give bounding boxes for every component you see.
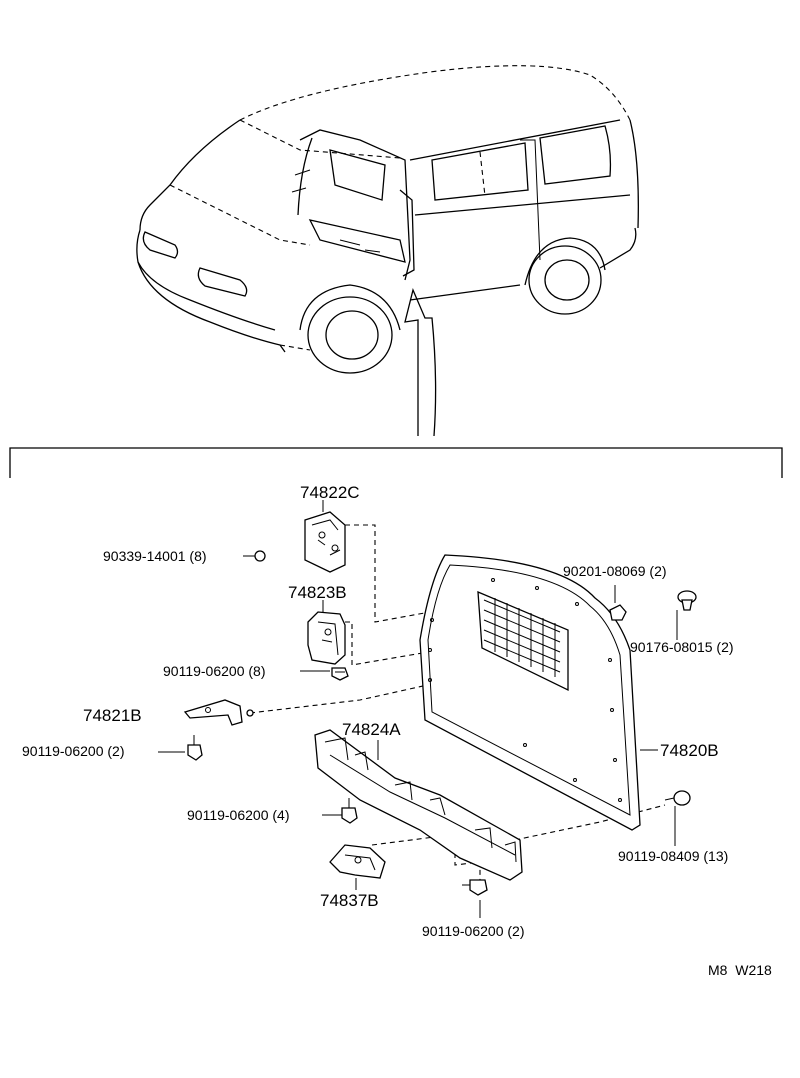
van-roof-front-line bbox=[239, 119, 401, 159]
van-belt-line bbox=[414, 194, 631, 216]
part-90176-clip bbox=[677, 590, 697, 611]
van-rear-lower bbox=[599, 227, 637, 269]
van-roof-line bbox=[239, 65, 631, 121]
van-a-pillar-trim bbox=[297, 137, 313, 216]
van-trim-clips bbox=[291, 169, 381, 253]
section-bracket bbox=[9, 447, 783, 478]
label-90119-06200-8: 90119-06200 (8) bbox=[163, 663, 265, 679]
part-74837B-bracket bbox=[329, 844, 386, 879]
part-labels: 74822C 90339-14001 (8) 74823B 90119-0620… bbox=[22, 483, 772, 978]
label-90176-08015: 90176-08015 (2) bbox=[630, 639, 734, 655]
van-front-hub bbox=[325, 310, 379, 360]
label-74824A: 74824A bbox=[342, 720, 401, 739]
part-74822C-bracket bbox=[304, 511, 346, 573]
label-74837B: 74837B bbox=[320, 891, 379, 910]
van-door-lower-trim bbox=[308, 219, 406, 263]
label-74822C: 74822C bbox=[300, 483, 360, 502]
part-74823B-bracket bbox=[307, 611, 346, 665]
label-90339-14001: 90339-14001 (8) bbox=[103, 548, 207, 564]
van-sill-line bbox=[409, 284, 521, 301]
part-74820B-panel bbox=[419, 554, 641, 831]
van-front-nose bbox=[136, 229, 276, 331]
label-74823B: 74823B bbox=[288, 583, 347, 602]
van-windshield-edge bbox=[139, 119, 241, 231]
van-headlight-left bbox=[142, 231, 179, 259]
van-rear-hub bbox=[544, 259, 590, 301]
part-90201-nut bbox=[609, 604, 627, 621]
label-74820B: 74820B bbox=[660, 741, 719, 760]
part-90119-08409-screw bbox=[664, 790, 691, 806]
location-arrow bbox=[404, 287, 437, 437]
label-74821B: 74821B bbox=[83, 706, 142, 725]
part-74821B-hinge bbox=[183, 699, 254, 726]
van-rear-edge bbox=[629, 119, 639, 229]
label-90119-06200-4: 90119-06200 (4) bbox=[187, 807, 289, 823]
label-90119-06200-2-left: 90119-06200 (2) bbox=[22, 743, 124, 759]
leader-lines bbox=[158, 524, 666, 880]
van-hood-line bbox=[169, 184, 311, 246]
van-lower-front bbox=[279, 344, 311, 351]
van-door-window-frame bbox=[329, 149, 386, 201]
van-front-wheel-arch bbox=[299, 284, 401, 331]
part-90119-screw-8 bbox=[331, 667, 349, 681]
part-74824A-rail bbox=[314, 729, 523, 881]
van-pillar bbox=[520, 139, 541, 261]
part-90339-clip bbox=[254, 550, 266, 562]
van-b-pillar-trim bbox=[399, 189, 415, 277]
van-window-divider bbox=[479, 151, 486, 197]
van-rear-wheel-arch bbox=[524, 237, 606, 286]
van-belt-top bbox=[409, 119, 621, 161]
van-side-window-2 bbox=[539, 125, 612, 185]
van-door-opening bbox=[299, 129, 411, 281]
label-90119-08409: 90119-08409 (13) bbox=[618, 848, 728, 864]
part-90119-screw-2-bottom bbox=[462, 879, 488, 896]
van-illustration bbox=[136, 65, 639, 437]
label-90119-06200-2-bottom: 90119-06200 (2) bbox=[422, 923, 524, 939]
van-bumper bbox=[137, 261, 286, 353]
van-side-window-1 bbox=[431, 142, 529, 201]
footer-code: M8 W218 bbox=[708, 962, 772, 978]
part-90119-screw-2-left bbox=[187, 735, 203, 761]
label-90201-08069: 90201-08069 (2) bbox=[563, 563, 667, 579]
van-headlight-right bbox=[197, 267, 248, 297]
part-90119-screw-4 bbox=[341, 798, 358, 824]
van-front-wheel bbox=[307, 296, 393, 374]
van-rear-wheel bbox=[528, 245, 602, 315]
